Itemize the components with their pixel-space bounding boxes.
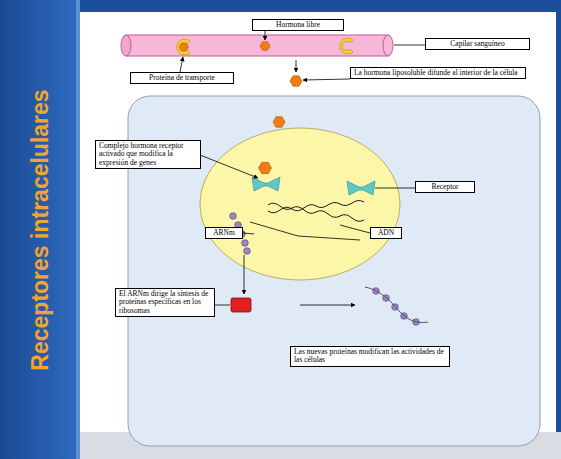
protein-chain bbox=[365, 287, 428, 323]
callout-text: El ARNm dirige la síntesis de proteínas … bbox=[119, 290, 211, 315]
dna-helix bbox=[250, 200, 364, 240]
callout-box: El ARNm dirige la síntesis de proteínas … bbox=[115, 288, 215, 317]
nucleotide-bead bbox=[230, 213, 237, 220]
nucleus bbox=[200, 128, 400, 280]
slide-title: Receptores intracelulares bbox=[27, 89, 54, 370]
transport-protein bbox=[177, 39, 190, 55]
capillary bbox=[121, 35, 393, 56]
callout-box: Proteína de transporte bbox=[130, 72, 234, 84]
callout-box: Las nuevas proteínas modifican las activ… bbox=[290, 346, 450, 367]
side-band bbox=[0, 0, 80, 459]
callout-text: ADN bbox=[374, 229, 398, 237]
hormone bbox=[260, 42, 270, 51]
callout-text: Las nuevas proteínas modifican las activ… bbox=[294, 348, 446, 365]
callout-box: La hormona liposoluble difunde al interi… bbox=[350, 67, 526, 79]
receptor bbox=[347, 181, 375, 195]
callout-text: La hormona liposoluble difunde al interi… bbox=[354, 69, 522, 77]
callout-text: Capilar sanguíneo bbox=[429, 40, 526, 48]
callout-box: ADN bbox=[370, 227, 402, 239]
callout-box: ARNm bbox=[205, 227, 243, 239]
transport-protein bbox=[340, 38, 353, 54]
hormone bbox=[259, 162, 272, 173]
nucleotide-bead bbox=[242, 240, 249, 247]
callout-box: Capilar sanguíneo bbox=[425, 38, 530, 50]
callout-text: Receptor bbox=[419, 183, 471, 191]
band-edge bbox=[76, 0, 80, 459]
callout-box: Complejo hormona receptor activado que m… bbox=[95, 140, 201, 169]
callout-box: Receptor bbox=[415, 181, 475, 193]
hormone bbox=[290, 76, 302, 86]
receptor bbox=[252, 177, 280, 191]
callout-text: ARNm bbox=[209, 229, 239, 237]
callout-text: Proteína de transporte bbox=[134, 74, 230, 82]
ribosome bbox=[231, 298, 251, 312]
callout-box: Hormona libre bbox=[252, 19, 344, 31]
nucleotide-bead bbox=[244, 248, 251, 255]
callout-text: Complejo hormona receptor activado que m… bbox=[99, 142, 197, 167]
hormone bbox=[273, 117, 285, 127]
callout-text: Hormona libre bbox=[256, 21, 340, 29]
